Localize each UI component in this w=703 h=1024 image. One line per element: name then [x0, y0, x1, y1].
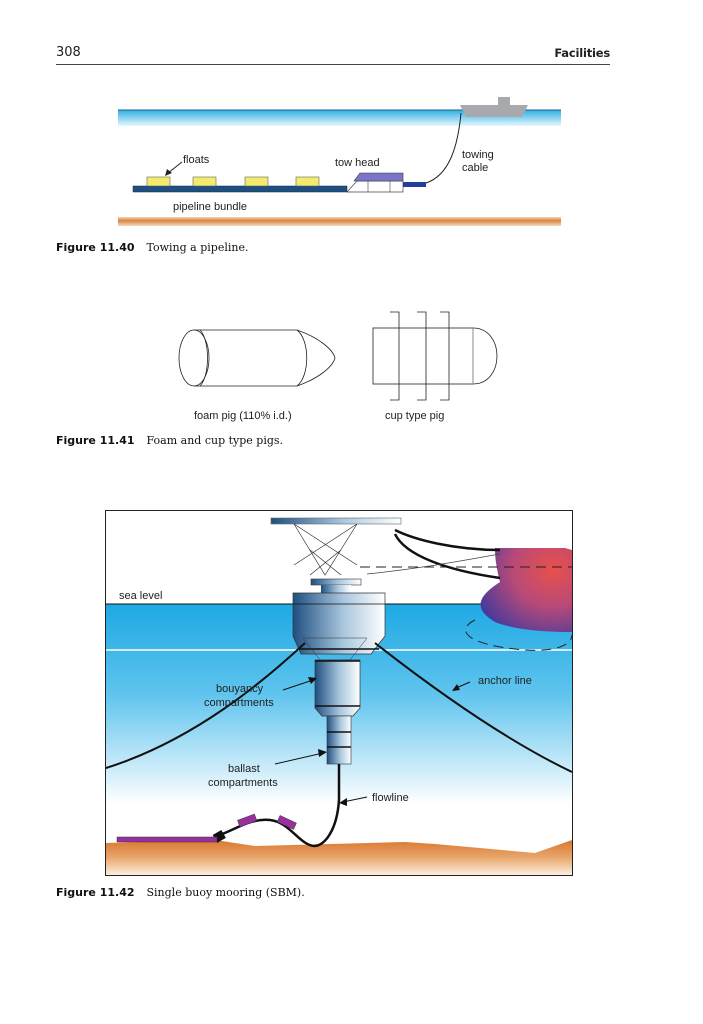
turntable — [270, 517, 402, 525]
section-title: Facilities — [554, 46, 610, 60]
float — [295, 176, 320, 187]
page-number: 308 — [56, 45, 81, 60]
seabed — [106, 840, 572, 875]
figure-sbm: sea level anchor line bouyancy compartme… — [105, 510, 573, 876]
tanker — [480, 548, 572, 632]
ship-icon — [460, 97, 528, 117]
figure-caption-text: Towing a pipeline. — [146, 241, 249, 254]
sea-band — [118, 110, 561, 126]
ballast-compartment — [326, 715, 352, 765]
label-cup-pig: cup type pig — [385, 410, 444, 422]
caption-figure-11-41: Figure 11.41 Foam and cup type pigs. — [56, 434, 283, 447]
label-foam-pig: foam pig (110% i.d.) — [194, 410, 292, 422]
label-bouyancy-1: bouyancy — [216, 683, 264, 695]
anchor-line — [374, 642, 573, 773]
page-header: 308 Facilities — [56, 44, 610, 65]
figure-label: Figure 11.41 — [56, 434, 135, 447]
foam-pig — [178, 329, 336, 387]
pipeline-end — [116, 836, 218, 843]
buoy-hull — [292, 592, 386, 655]
figure-label: Figure 11.42 — [56, 886, 135, 899]
label-towing-cable-1: towing — [462, 149, 494, 161]
label-ballast-2: compartments — [208, 777, 278, 789]
label-flowline: flowline — [372, 792, 409, 804]
figure-caption-text: Foam and cup type pigs. — [146, 434, 284, 447]
figure-towing-pipeline: floats tow head towing cable pipeline bu… — [118, 97, 561, 226]
label-sea-level: sea level — [119, 590, 162, 602]
figure-label: Figure 11.40 — [56, 241, 135, 254]
caption-figure-11-40: Figure 11.40 Towing a pipeline. — [56, 241, 248, 254]
label-bouyancy-2: compartments — [204, 697, 274, 709]
cup-pig — [372, 311, 498, 401]
label-floats: floats — [183, 154, 210, 166]
label-pipeline-bundle: pipeline bundle — [173, 201, 247, 213]
label-tow-head: tow head — [335, 157, 380, 169]
float — [244, 176, 269, 187]
figure-pigs: foam pig (110% i.d.) cup type pig — [178, 311, 498, 422]
towing-cable — [425, 112, 462, 184]
seabed-band — [118, 217, 561, 226]
float — [146, 176, 171, 187]
label-ballast-1: ballast — [228, 763, 260, 775]
label-anchor-line: anchor line — [478, 675, 532, 687]
float — [192, 176, 217, 187]
caption-figure-11-42: Figure 11.42 Single buoy mooring (SBM). — [56, 886, 305, 899]
anchor-line — [105, 642, 306, 769]
pipeline-bundle — [132, 185, 348, 193]
tow-head — [346, 180, 404, 193]
figure-caption-text: Single buoy mooring (SBM). — [146, 886, 305, 899]
label-towing-cable-2: cable — [462, 162, 488, 174]
